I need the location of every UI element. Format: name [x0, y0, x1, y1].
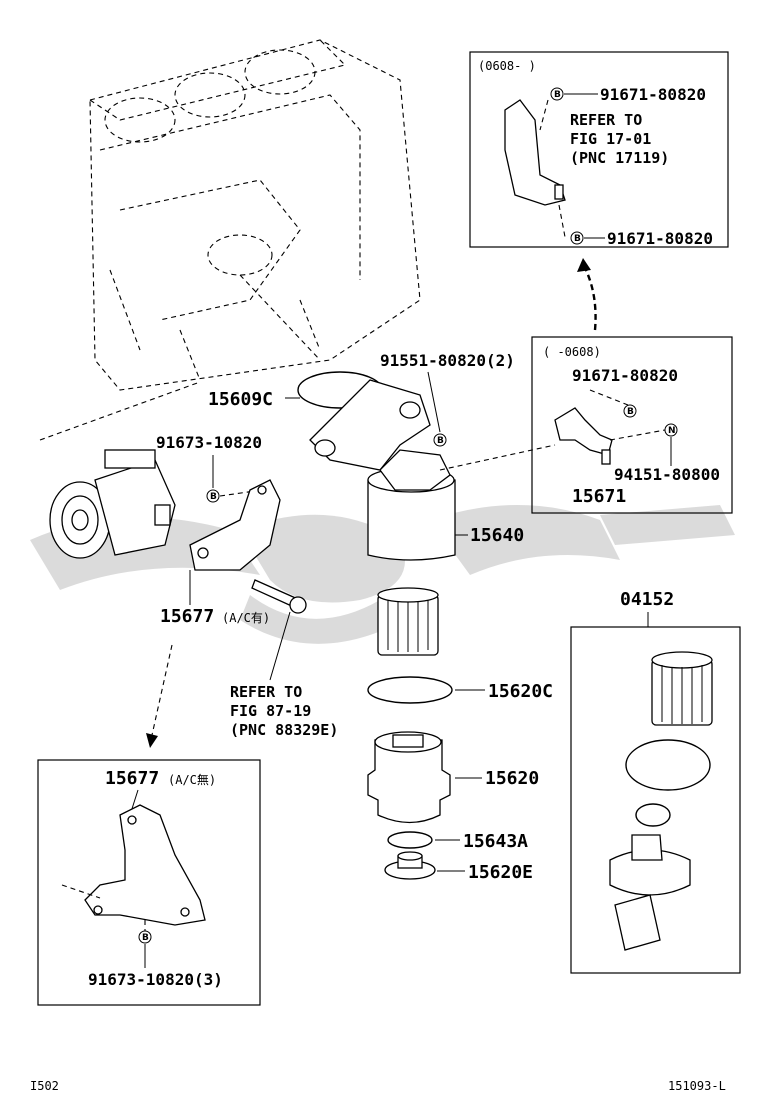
- inset-mid-part: 15671: [572, 486, 626, 507]
- refer-a-line1: REFER TO: [230, 683, 302, 701]
- inset-bl-bracket: [61, 804, 206, 926]
- kit-box-04152: [570, 626, 741, 974]
- b-badge-icon: [623, 404, 637, 418]
- label-04152: 04152: [620, 589, 674, 610]
- inset-top-refer2: FIG 17-01: [570, 130, 651, 148]
- inset-bl-part-suffix: (A/C無): [168, 772, 216, 787]
- o-ring-15620c: [367, 676, 453, 704]
- b-badge-icon: [206, 489, 220, 503]
- b-badge-icon: [570, 231, 584, 245]
- label-15620c: 15620C: [488, 681, 553, 702]
- inset-bl-part: 15677: [105, 768, 159, 789]
- b-badge-icon: [433, 433, 447, 447]
- label-91673-a: 91673-10820: [156, 433, 262, 452]
- dash-inset-mid-nut: [609, 429, 666, 441]
- arrow-to-inset-top-right: [577, 258, 597, 331]
- inset-mid-bolt: 91671-80820: [572, 366, 678, 385]
- label-15620e: 15620E: [468, 862, 533, 883]
- compressor-bracket-15677: [189, 479, 307, 614]
- badge-text: B: [554, 90, 561, 100]
- inset-bl-bolt: 91673-10820(3): [88, 970, 223, 989]
- dash-91673-a: [219, 489, 263, 497]
- inset-top-bolt-bottom: 91671-80820: [607, 229, 713, 248]
- inset-top-refer3: (PNC 17119): [570, 149, 669, 167]
- inset-top-bolt-top: 91671-80820: [600, 85, 706, 104]
- label-15609c: 15609C: [208, 389, 273, 410]
- inset-mid-date: ( -0608): [543, 345, 601, 359]
- leader-refer-a: [269, 611, 291, 681]
- inset-mid-bracket: [554, 407, 613, 465]
- o-ring-15643a: [387, 831, 433, 849]
- watermark-logo: [30, 505, 735, 644]
- inset-top-date: (0608- ): [478, 59, 536, 73]
- footer-left: I502: [30, 1079, 59, 1093]
- badge-text: B: [437, 436, 444, 446]
- kit-04152-parts: [609, 651, 713, 951]
- inset-mid-right: [531, 336, 733, 514]
- badge-text: B: [627, 407, 634, 417]
- b-badge-icon: [138, 930, 152, 944]
- badge-text: B: [142, 933, 149, 943]
- label-15640: 15640: [470, 525, 524, 546]
- inset-top-bracket: [504, 99, 566, 238]
- inset-top-refer1: REFER TO: [570, 111, 642, 129]
- b-badge-icon: [550, 87, 564, 101]
- refer-a-line2: FIG 87-19: [230, 702, 311, 720]
- engine-block: [39, 39, 421, 441]
- badge-text: B: [210, 492, 217, 502]
- badge-text: B: [574, 234, 581, 244]
- dash-inset-mid-bolt: [589, 389, 629, 406]
- n-badge-icon: [664, 423, 678, 437]
- inset-top-right: [469, 51, 729, 248]
- leader-91551: [427, 371, 441, 433]
- label-15677: 15677: [160, 606, 214, 627]
- drain-plug-15620e: [384, 851, 436, 880]
- oil-filter-element: [377, 587, 439, 656]
- badge-text-n: N: [668, 426, 676, 436]
- ac-compressor: [49, 449, 176, 559]
- inset-bottom-left: [37, 759, 261, 1006]
- oil-filter-cap-15620: [367, 731, 451, 824]
- footer-right: 151093-L: [668, 1079, 726, 1093]
- inset-mid-nut: 94151-80800: [614, 465, 720, 484]
- dash-bracket-to-inset-mid: [439, 444, 556, 471]
- label-91551: 91551-80820(2): [380, 351, 515, 370]
- oil-filter-bracket-15640: [309, 379, 456, 561]
- label-15643a: 15643A: [463, 831, 528, 852]
- arrow-to-inset-bottom-left: [146, 644, 173, 748]
- label-15620: 15620: [485, 768, 539, 789]
- refer-a-line3: (PNC 88329E): [230, 721, 338, 739]
- label-15677-suffix: (A/C有): [222, 611, 270, 625]
